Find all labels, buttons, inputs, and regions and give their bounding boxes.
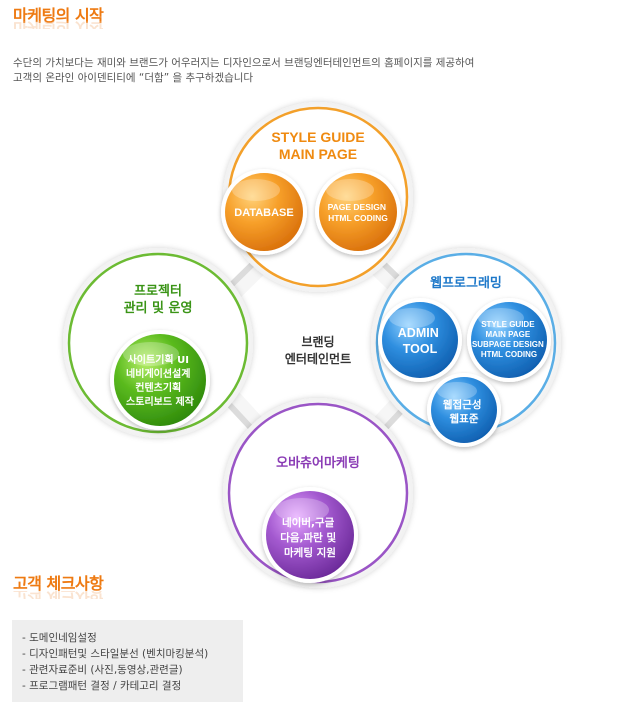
checklist-item: - 프로그램패턴 결정 / 카테고리 결정: [22, 680, 182, 692]
customer-heading-text: 고객 체크사항: [13, 574, 104, 593]
customer-heading-reflection-text: 고객 체크사항: [13, 591, 103, 599]
bubble-web-accessibility: [427, 373, 501, 447]
bubble-admin-tool-label: ADMIN TOOL: [398, 326, 442, 356]
center-label: 브랜딩 엔터테인먼트: [270, 334, 366, 368]
project-title: 프로젝터 관리 및 운영: [98, 283, 218, 317]
obscure-title: 오바츄어마케팅: [248, 455, 388, 472]
marketing-heading: 마케팅의 시작: [13, 2, 104, 26]
customer-checklist: - 도메인네임설정 - 디자인패턴및 스타일분선 (벤치마킹분석) - 관련자료…: [12, 620, 243, 702]
bubble-database: [221, 169, 307, 255]
style-guide-title: STYLE GUIDE MAIN PAGE: [248, 129, 388, 163]
project-title-line-1: 프로젝터: [134, 284, 182, 299]
checklist-item: - 도메인네임설정: [22, 632, 97, 644]
bubble-page-design-label: PAGE DESIGN HTML CODING: [328, 202, 389, 223]
bubble-web-accessibility-label: 웹접근성 웹표준: [443, 398, 485, 425]
bubble-project-plan-label: 사이트기획 UI 네비게이션설계 컨텐츠기획 스토리보드 제작: [126, 353, 195, 408]
intro-line-2: 고객의 온라인 아이덴티티에 “더함” 을 추구하겠습니다: [13, 72, 254, 84]
web-programming-title: 웹프로그래밍: [406, 275, 526, 292]
bubble-style-guide-sub: [467, 298, 551, 382]
web-programming-title-line-1: 웹프로그래밍: [430, 276, 502, 291]
checklist-item: - 디자인패턴및 스타일분선 (벤치마킹분석): [22, 648, 209, 660]
bubble-admin-tool: [378, 298, 462, 382]
customer-heading: 고객 체크사항: [13, 570, 104, 594]
customer-heading-reflection: 고객 체크사항: [13, 591, 103, 599]
marketing-heading-text: 마케팅의 시작: [13, 6, 104, 25]
checklist-item: - 관련자료준비 (사진,동영상,관련글): [22, 664, 183, 676]
center-label-line-1: 브랜딩: [301, 335, 335, 349]
project-title-line-2: 관리 및 운영: [123, 301, 193, 316]
center-label-line-2: 엔터테인먼트: [284, 352, 352, 366]
intro-text: 수단의 가치보다는 재미와 브랜드가 어우러지는 디자인으로서 브랜딩엔터테인먼…: [13, 56, 613, 86]
style-guide-title-line-1: STYLE GUIDE: [271, 129, 365, 145]
bubble-marketing: [262, 487, 358, 583]
obscure-title-line-1: 오바츄어마케팅: [276, 456, 360, 471]
bubble-database-label: DATABASE: [234, 207, 293, 219]
intro-line-1: 수단의 가치보다는 재미와 브랜드가 어우러지는 디자인으로서 브랜딩엔터테인먼…: [13, 57, 475, 69]
bubble-style-guide-sub-label: STYLE GUIDE MAIN PAGE SUBPAGE DESIGN HTM…: [472, 320, 546, 359]
center-diamond-inner: [194, 222, 443, 478]
bubble-marketing-label: 네이버,구글 다음,파란 및 마케팅 지원: [280, 516, 340, 559]
bubble-page-design: [315, 169, 401, 255]
style-guide-title-line-2: MAIN PAGE: [278, 146, 358, 162]
bubble-project-plan: [110, 330, 210, 430]
